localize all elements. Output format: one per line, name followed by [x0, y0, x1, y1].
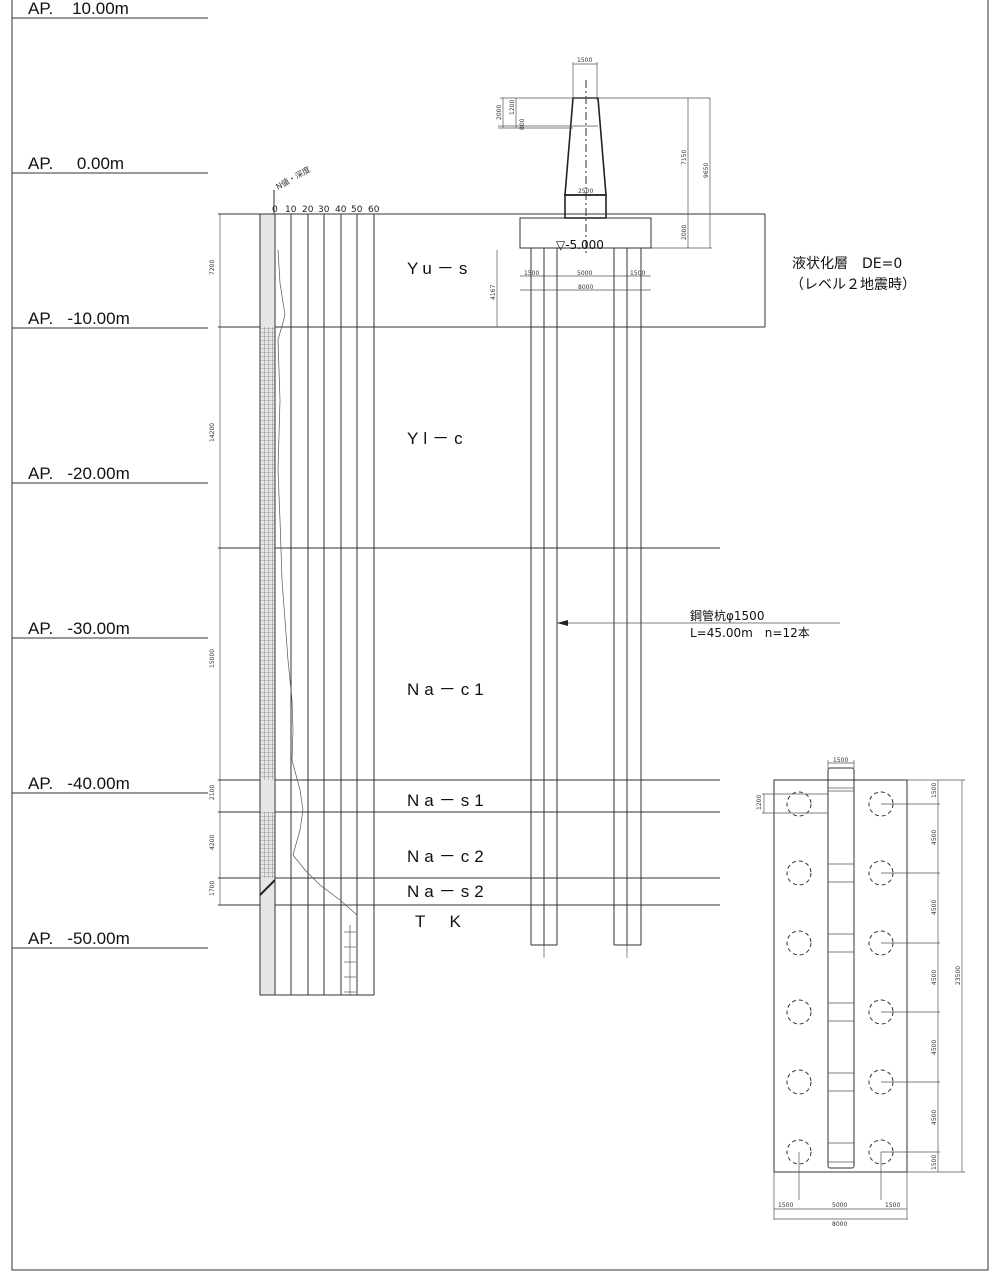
dimension-label: 1500 — [577, 57, 592, 64]
axis-tick: 30 — [318, 205, 330, 215]
elevation-scale: AP. 10.00m AP. 0.00m AP. -10.00m AP. -20… — [12, 0, 208, 949]
elevation-label: AP. 0.00m — [12, 154, 208, 174]
dimension-label: AP. -30.00m — [28, 619, 130, 638]
dimension-label: 800 — [519, 118, 526, 130]
dimension-label: 4500 — [931, 970, 938, 985]
dimension-label: 15000 — [209, 649, 216, 668]
dimension-label: 14200 — [209, 423, 216, 442]
elevation-label: AP. 10.00m — [12, 0, 208, 19]
dimension-label: 7150 — [681, 150, 688, 165]
dimension-label: 4200 — [209, 835, 216, 850]
axis-tick: 0 — [272, 205, 278, 215]
boring-log: 0 10 20 30 40 50 60 N値・深度 7200 14200 150… — [209, 164, 380, 996]
dimension-label: 4500 — [931, 830, 938, 845]
dimension-label: 4167 — [490, 285, 497, 300]
elevation-label: AP. -30.00m — [12, 619, 208, 639]
layer-name: Yu－s — [407, 259, 472, 278]
layer-name: Yl－c — [407, 429, 468, 448]
elevation-label: AP. -50.00m — [12, 929, 208, 949]
dimension-label: 8000 — [832, 1221, 847, 1228]
boring-header: N値・深度 — [274, 164, 312, 192]
dimension-label: AP. 10.00m — [28, 0, 129, 18]
dimension-label: 5000 — [832, 1202, 847, 1209]
elevation-label: AP. -20.00m — [12, 464, 208, 484]
dimension-label: （レベル２地震時） — [790, 277, 916, 293]
dimension-label: 2000 — [681, 225, 688, 240]
axis-tick: 20 — [302, 205, 314, 215]
layer-name: Na－c1 — [407, 680, 489, 699]
dimension-label: 2000 — [496, 105, 503, 120]
layer-name: Na－s2 — [407, 882, 489, 901]
refusal-arrows — [344, 925, 356, 995]
axis-tick: 60 — [368, 205, 380, 215]
pile-note: 鋼管杭φ1500 L=45.00m n=12本 — [557, 608, 840, 640]
elevation-label: AP. -40.00m — [12, 774, 208, 794]
dimension-label: 1500 — [931, 783, 938, 798]
dimension-label: 1200 — [756, 795, 763, 810]
dimension-label: AP. 0.00m — [28, 154, 124, 173]
dimension-label: L=45.00m n=12本 — [690, 626, 810, 640]
dimension-label: 1500 — [833, 757, 848, 764]
dimension-label: 1500 — [931, 1155, 938, 1170]
pier-elevation: 1500 2500 2000 1200 800 7150 9650 2000 ▽… — [490, 57, 712, 327]
dimension-label: 1500 — [524, 270, 539, 277]
dimension-label: 液状化層 DE=0 — [792, 256, 902, 272]
layer-boundaries — [218, 213, 766, 906]
dimension-label: 1700 — [209, 881, 216, 896]
dimension-label: 1500 — [778, 1202, 793, 1209]
dimension-label: AP. -10.00m — [28, 309, 130, 328]
pile-positions — [786, 791, 894, 1165]
pile-plan: 1500 — [756, 757, 965, 1228]
axis-tick: 50 — [351, 205, 363, 215]
dimension-label: 鋼管杭φ1500 — [690, 608, 764, 623]
layer-name: Na－s1 — [407, 791, 489, 810]
dimension-label: 4500 — [931, 1110, 938, 1125]
dimension-label: 23500 — [955, 966, 962, 985]
dimension-label: 2500 — [578, 188, 593, 195]
axis-tick: 10 — [285, 205, 297, 215]
axis-tick: 40 — [335, 205, 347, 215]
liquefaction-note: 液状化層 DE=0 （レベル２地震時） — [790, 256, 916, 293]
dimension-label: 5000 — [577, 270, 592, 277]
footing-level: ▽-5.000 — [556, 238, 604, 252]
elevation-label: AP. -10.00m — [12, 309, 208, 329]
dimension-label: AP. -20.00m — [28, 464, 130, 483]
dimension-label: 2100 — [209, 785, 216, 800]
dimension-label: AP. -50.00m — [28, 929, 130, 948]
drawing-frame — [11, 0, 989, 1271]
dimension-label: 8000 — [578, 284, 593, 291]
dimension-label: 1500 — [630, 270, 645, 277]
dimension-label: 1500 — [885, 1202, 900, 1209]
dimension-label: 1200 — [509, 100, 516, 115]
dimension-label: 7200 — [209, 260, 216, 275]
layer-names: Yu－s Yl－c Na－c1 Na－s1 Na－c2 Na－s2 T K — [407, 259, 489, 931]
dimension-label: 4500 — [931, 900, 938, 915]
layer-name: Na－c2 — [407, 847, 489, 866]
dimension-label: 9650 — [703, 163, 710, 178]
layer-name: T K — [415, 912, 466, 931]
dimension-label: AP. -40.00m — [28, 774, 130, 793]
dimension-label: 4500 — [931, 1040, 938, 1055]
piles — [530, 248, 642, 958]
